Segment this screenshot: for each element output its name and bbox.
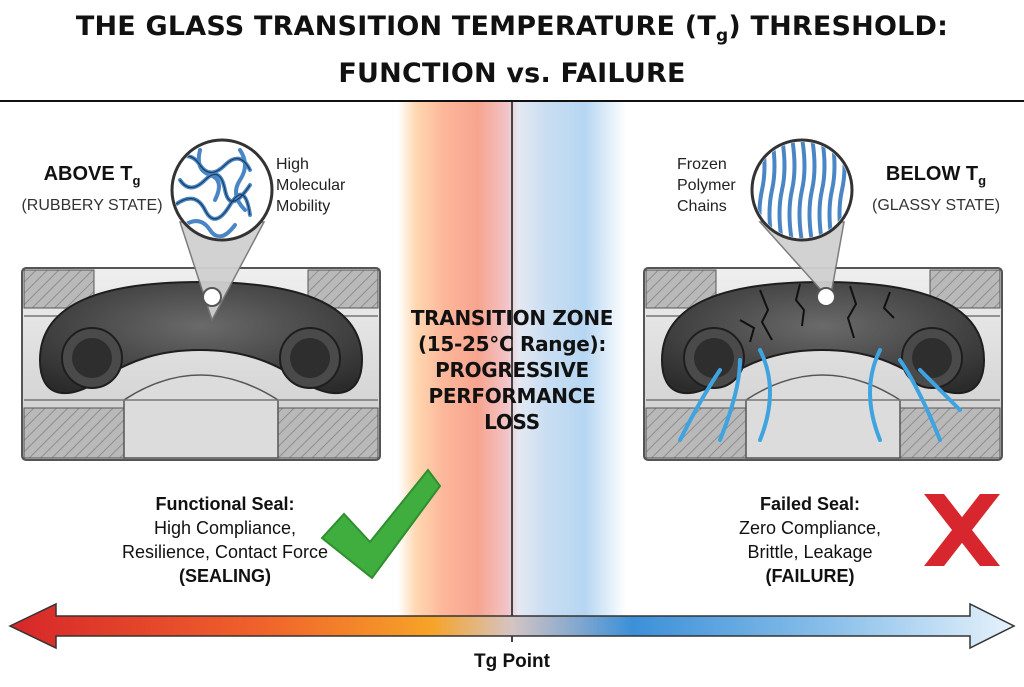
left-magnifier bbox=[170, 138, 274, 322]
title-line-1: THE GLASS TRANSITION TEMPERATURE (Tg) TH… bbox=[75, 11, 949, 46]
cross-mark-icon bbox=[924, 494, 1000, 566]
tg-point-label: Tg Point bbox=[474, 651, 550, 672]
transition-zone-text: TRANSITION ZONE (15-25°C Range): PROGRES… bbox=[410, 306, 614, 434]
tg-center-line bbox=[511, 102, 513, 642]
high-mobility-note: High Molecular Mobility bbox=[276, 156, 346, 215]
page-title: THE GLASS TRANSITION TEMPERATURE (Tg) TH… bbox=[0, 8, 1024, 93]
above-tg-label: ABOVE Tg (RUBBERY STATE) bbox=[21, 163, 163, 214]
below-tg-label: BELOW Tg (GLASSY STATE) bbox=[871, 163, 1001, 214]
left-seal-ring bbox=[38, 280, 364, 394]
check-mark-icon bbox=[320, 468, 442, 580]
title-line-2: FUNCTION vs. FAILURE bbox=[338, 58, 686, 89]
temperature-arrow bbox=[8, 602, 1016, 650]
right-seal-ring-cracked bbox=[660, 280, 986, 442]
failed-seal-result: Failed Seal: Zero Compliance, Brittle, L… bbox=[738, 494, 882, 586]
title-divider bbox=[0, 100, 1024, 102]
functional-seal-result: Functional Seal: High Compliance, Resili… bbox=[121, 494, 329, 586]
frozen-chains-note: Frozen Polymer Chains bbox=[677, 156, 736, 215]
